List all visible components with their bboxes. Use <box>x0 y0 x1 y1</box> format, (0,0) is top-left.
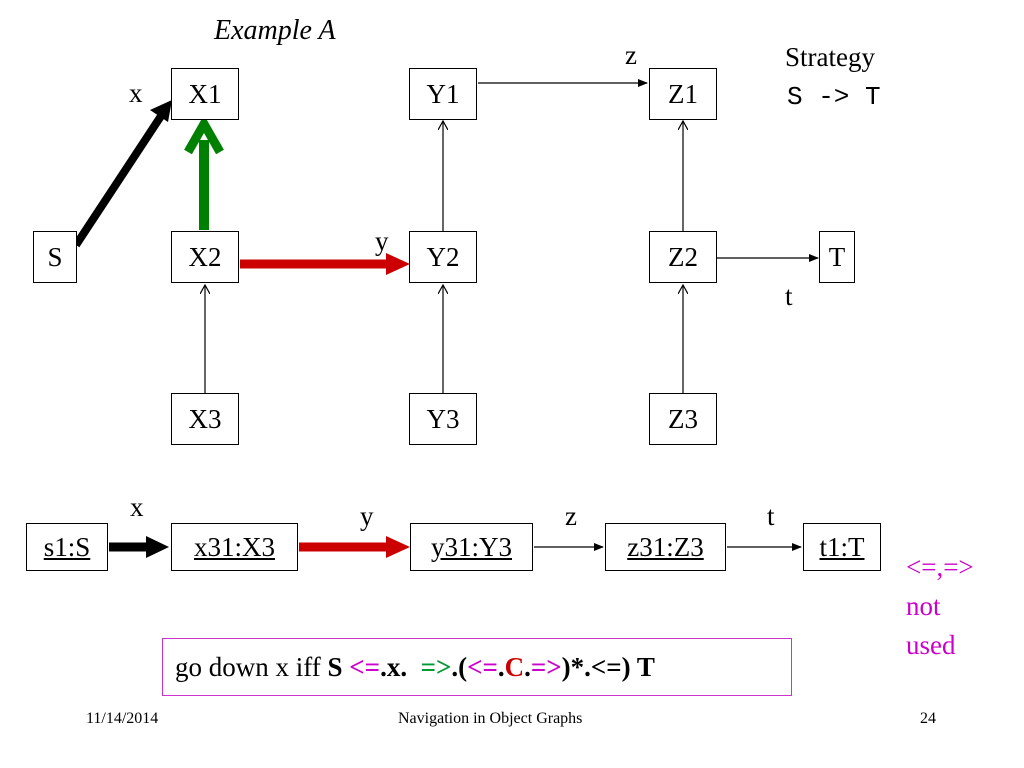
edge-x31-y31-head <box>386 536 410 558</box>
node-z3: Z3 <box>649 393 717 445</box>
formula-text: go down x iff <box>175 651 328 682</box>
object-edge-label-t: t <box>767 501 775 531</box>
slide-title: Example A <box>214 15 336 46</box>
node-x1: X1 <box>171 68 239 120</box>
edge-label-y: y <box>375 226 389 256</box>
formula-dot-2: . <box>524 651 531 682</box>
node-t: T <box>819 231 855 283</box>
formula-box: go down x iff S <= .x. => .( <= . C . =>… <box>162 638 792 696</box>
object-s1: s1:S <box>26 523 108 571</box>
node-x2: X2 <box>171 231 239 283</box>
footer-title: Navigation in Object Graphs <box>398 710 583 727</box>
formula-source: S <box>327 651 350 682</box>
formula-dot: . <box>497 651 505 682</box>
formula-group-open: .( <box>451 651 468 682</box>
formula-x-edge: .x. <box>380 651 421 682</box>
formula-up-op-2: => <box>530 651 562 682</box>
edge-x2-y2-head <box>386 253 410 275</box>
edge-label-z: z <box>625 40 637 70</box>
object-edge-label-x: x <box>130 492 144 522</box>
node-y1: Y1 <box>409 68 477 120</box>
footer-page-number: 24 <box>920 710 936 727</box>
note-line-1: <=,=> <box>906 552 974 582</box>
formula-down-op: <= <box>349 651 381 682</box>
footer-date: 11/14/2014 <box>86 710 159 727</box>
object-y31: y31:Y3 <box>410 523 533 571</box>
node-y2: Y2 <box>409 231 477 283</box>
object-edge-label-z: z <box>565 501 577 531</box>
edge-s1-x31-head <box>146 536 169 558</box>
node-z2: Z2 <box>649 231 717 283</box>
edge-s-x1-head <box>150 100 172 122</box>
object-t1: t1:T <box>803 523 881 571</box>
object-z31: z31:Z3 <box>605 523 726 571</box>
formula-tail: )*.<=) T <box>561 651 655 682</box>
edge-s-x1 <box>72 110 167 248</box>
note-line-3: used <box>906 630 956 660</box>
edge-label-x: x <box>129 78 143 108</box>
node-s: S <box>33 231 77 283</box>
node-y3: Y3 <box>409 393 477 445</box>
node-z1: Z1 <box>649 68 717 120</box>
strategy-expr: S -> T <box>787 82 881 112</box>
node-x3: X3 <box>171 393 239 445</box>
object-x31: x31:X3 <box>171 523 298 571</box>
formula-down-op-2: <= <box>467 651 498 682</box>
formula-up-op: => <box>420 651 452 682</box>
strategy-label: Strategy <box>785 42 875 72</box>
edge-x2-x1-head <box>184 114 224 155</box>
edge-label-t: t <box>785 281 793 311</box>
object-edge-label-y: y <box>360 501 374 531</box>
formula-class-c: C <box>504 651 525 682</box>
note-line-2: not <box>906 591 941 621</box>
